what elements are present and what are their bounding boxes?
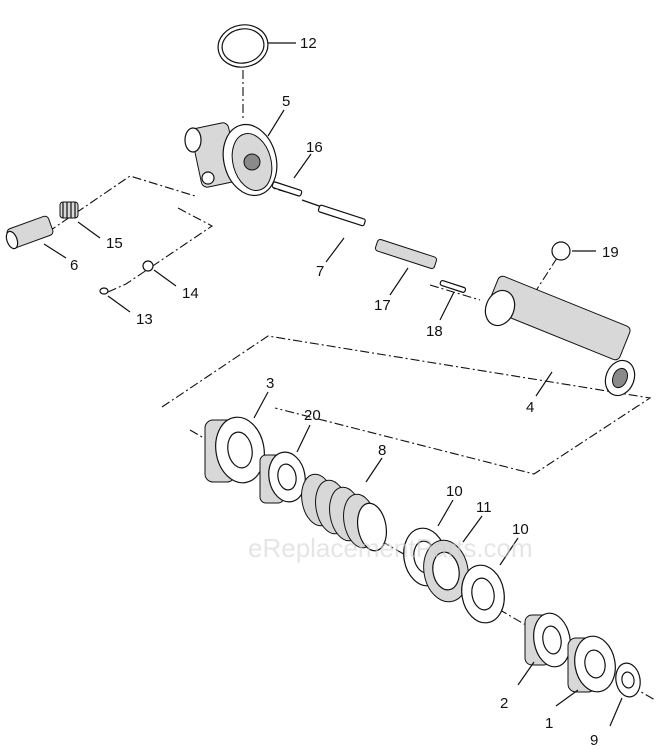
part-16-rod	[271, 181, 303, 197]
part-14-ball	[142, 260, 154, 272]
part-5-valve-body	[184, 122, 278, 197]
callout-11: 11	[476, 499, 492, 516]
callout-10-lower: 10	[512, 521, 529, 538]
part-7-rod	[301, 199, 366, 227]
callout-1: 1	[545, 715, 553, 732]
part-1-nut	[567, 635, 616, 693]
callout-12: 12	[300, 35, 317, 52]
callout-15: 15	[106, 235, 123, 252]
part-15-spring	[59, 201, 79, 219]
callout-10-upper: 10	[446, 483, 463, 500]
part-12-o-ring	[217, 24, 269, 68]
part-13-pin	[99, 287, 109, 295]
callout-9: 9	[590, 732, 598, 749]
part-6-cylinder	[5, 215, 54, 250]
part-8-spring	[301, 473, 388, 552]
callout-5: 5	[282, 93, 290, 110]
callout-6: 6	[70, 257, 78, 274]
part-17-spring	[374, 238, 438, 270]
part-3-ring	[204, 416, 265, 484]
callout-16: 16	[306, 139, 323, 156]
callout-8: 8	[378, 442, 386, 459]
callout-13: 13	[136, 311, 153, 328]
watermark-text: eReplacementParts.com	[248, 533, 533, 563]
callout-14: 14	[182, 285, 199, 302]
callout-2: 2	[500, 695, 508, 712]
callout-labels: 12 5 16 15 6 14 13 7 17 18 19 4 3 20 8 1…	[70, 35, 619, 749]
part-4-housing	[484, 275, 636, 397]
callout-3: 3	[266, 375, 274, 392]
assembly-lines	[47, 70, 656, 701]
leader-lines	[43, 42, 623, 727]
callout-17: 17	[374, 297, 391, 314]
part-9-washer	[615, 662, 641, 698]
part-20-bushing	[259, 451, 306, 504]
callout-18: 18	[426, 323, 443, 340]
part-2-split-ring	[524, 612, 571, 668]
part-18-pin	[439, 280, 467, 293]
callout-4: 4	[526, 399, 534, 416]
callout-19: 19	[602, 244, 619, 261]
callout-20: 20	[304, 407, 321, 424]
part-11-ring	[423, 539, 469, 603]
part-19-ball	[551, 241, 571, 261]
callout-7: 7	[316, 263, 324, 280]
part-10-washer-lower	[461, 564, 505, 624]
